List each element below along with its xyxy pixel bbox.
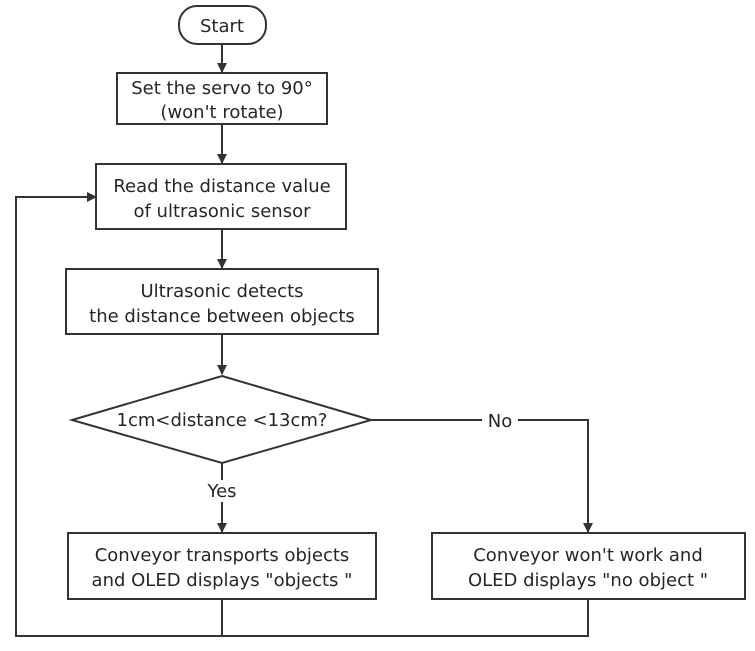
conveyor-transports-line-1: Conveyor transports objects [95, 545, 350, 566]
no-label-background [482, 409, 518, 431]
conveyor-no-work-line-1: Conveyor won't work and [473, 545, 703, 566]
detect-box [65, 268, 379, 335]
conveyor-no-work-line-2: OLED displays "no object " [468, 570, 708, 591]
start-label: Start [200, 16, 244, 37]
conveyor-transports-line-2: and OLED displays "objects " [92, 570, 353, 591]
no-label: No [488, 411, 512, 432]
yes-label-background [203, 480, 241, 502]
read-distance-line-2: of ultrasonic sensor [133, 201, 311, 222]
decision-label: 1cm<distance <13cm? [117, 410, 328, 431]
no-branch-return-line [222, 599, 589, 637]
set-servo-line-1: Set the servo to 90° [131, 78, 312, 99]
read-distance-line-1: Read the distance value [113, 176, 330, 197]
set-servo-box [116, 72, 328, 125]
arrow-decision-no [371, 419, 593, 533]
loop-back-line [15, 192, 223, 637]
yes-label: Yes [206, 481, 236, 502]
start-node [178, 5, 267, 45]
set-servo-line-2: (won't rotate) [160, 102, 283, 123]
conveyor-transports-box [67, 532, 377, 600]
conveyor-no-work-box [431, 532, 746, 600]
detect-line-2: the distance between objects [89, 306, 355, 327]
decision-diamond [68, 374, 375, 465]
detect-line-1: Ultrasonic detects [140, 281, 303, 302]
read-distance-box [95, 163, 347, 230]
